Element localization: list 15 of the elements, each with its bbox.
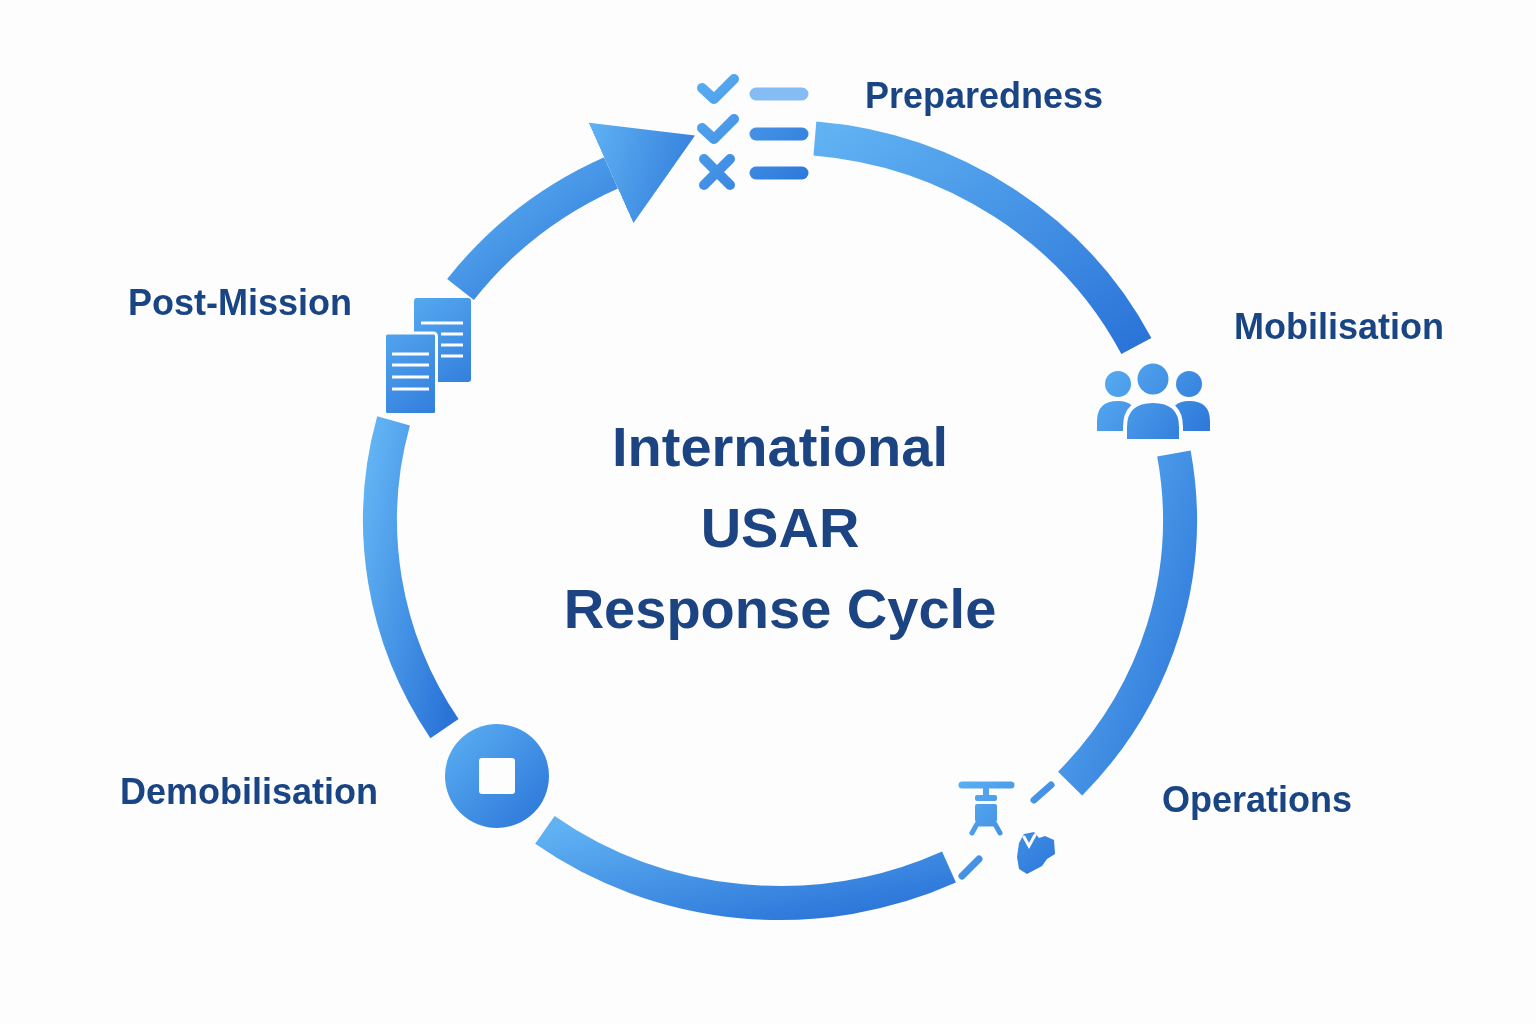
arc-connector <box>812 121 1151 356</box>
stop-button-icon <box>445 724 549 828</box>
phase-label: Mobilisation <box>1234 306 1444 348</box>
documents-icon <box>383 298 472 416</box>
phase-label: Operations <box>1162 779 1353 821</box>
tools-icon <box>957 779 1058 881</box>
phase-label: Post-Mission <box>128 282 352 324</box>
arc-connector <box>1057 451 1197 795</box>
phase-label: Demobilisation <box>120 771 379 813</box>
diagram-title: International USAR Response Cycle <box>563 413 997 642</box>
arrow <box>447 124 693 301</box>
checklist-icon <box>695 72 811 192</box>
arc-connector <box>536 815 956 920</box>
arc-connector <box>363 417 460 738</box>
phase-label: Preparedness <box>865 75 1104 117</box>
